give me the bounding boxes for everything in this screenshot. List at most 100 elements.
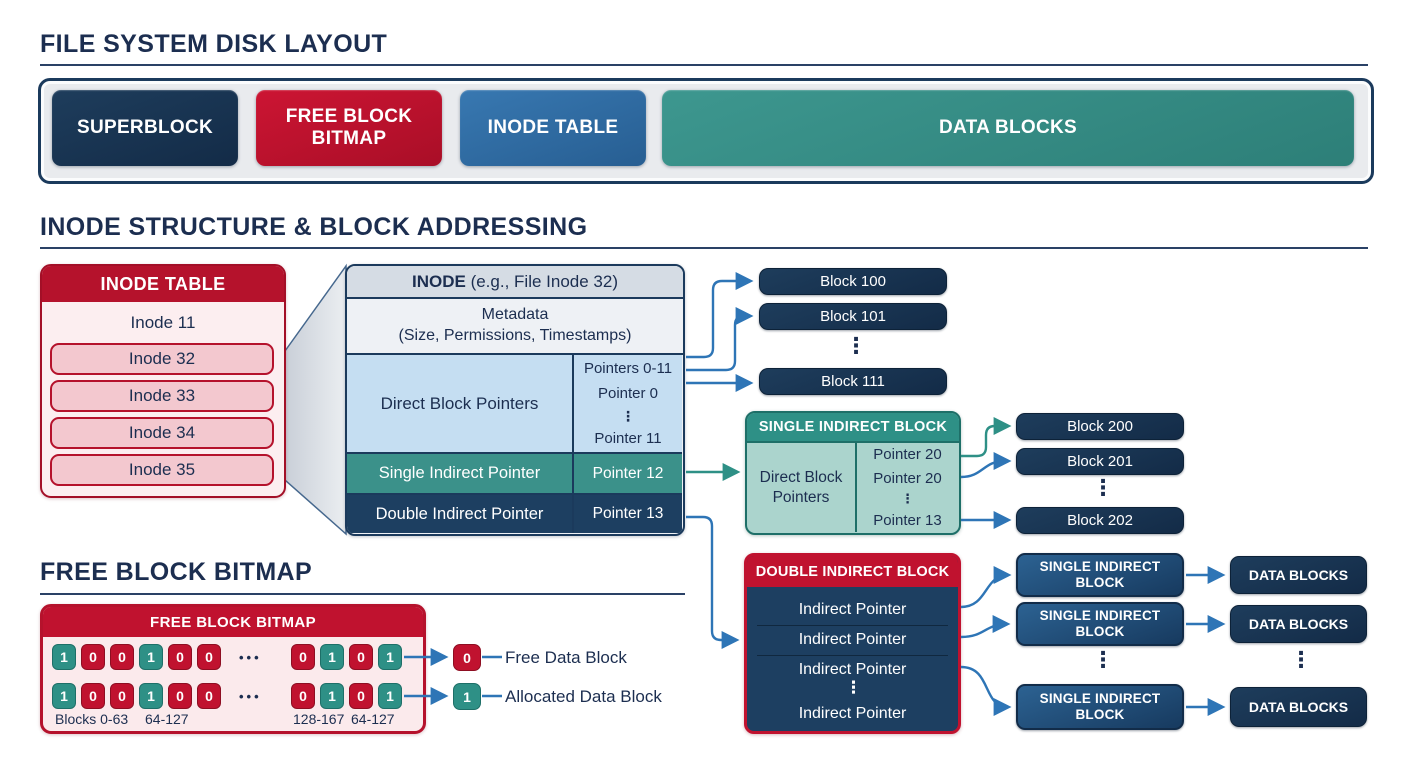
data-blocks-box: DATA BLOCKS	[1230, 687, 1367, 727]
pointer-11-label: Pointer 11	[594, 429, 662, 447]
title-underline	[40, 593, 685, 595]
inode-row: Inode 33	[50, 380, 274, 412]
l2-line1: SINGLE INDIRECT	[1039, 607, 1161, 623]
legend-chip-free: 0	[453, 644, 481, 671]
bit-cell: 1	[139, 683, 163, 709]
horizontal-ellipsis: •••	[239, 650, 262, 665]
bit-cell: 1	[139, 644, 163, 670]
arrow-pointers-to-block-100	[686, 272, 754, 359]
bit-cell: 0	[168, 644, 192, 670]
pointer-0-label: Pointer 0	[597, 385, 659, 403]
block-100: Block 100	[759, 268, 947, 295]
bit-cell: 0	[349, 683, 373, 709]
arrow-dib-to-sib1	[960, 566, 1012, 609]
bit-cell: 0	[81, 683, 105, 709]
vertical-ellipsis: ⋮	[1092, 475, 1114, 500]
metadata-line1: Metadata	[481, 306, 549, 324]
bit-cell: 0	[168, 683, 192, 709]
bit-cell: 0	[349, 644, 373, 670]
section-title-inode-structure: INODE STRUCTURE & BLOCK ADDRESSING	[40, 213, 588, 241]
bit-cell: 0	[197, 683, 221, 709]
arrow-sib-to-block-200	[961, 417, 1012, 458]
inode-row: Inode 32	[50, 343, 274, 375]
l2-line1: SINGLE INDIRECT	[1039, 558, 1161, 574]
double-indirect-pointer-cell: Double Indirect Pointer	[347, 495, 572, 533]
inode-metadata-row: Metadata (Size, Permissions, Timestamps)	[347, 299, 683, 355]
vertical-ellipsis: ⋮	[845, 333, 867, 358]
range-label: 64-127	[351, 711, 395, 727]
l2-line1: SINGLE INDIRECT	[1039, 690, 1161, 706]
title-underline	[40, 64, 1368, 66]
bit-cell: 0	[291, 683, 315, 709]
indirect-pointer-row: Indirect Pointer	[798, 661, 907, 678]
vertical-ellipsis: ⋮	[845, 678, 862, 697]
sib-pointer-20b: Pointer 20	[873, 470, 942, 488]
inode-detail-header-bold: INODE	[412, 271, 466, 291]
indirect-pointer-row: Indirect Pointer	[798, 705, 907, 722]
indirect-pointer-row: Indirect Pointer	[757, 595, 948, 626]
inode-detail-header: INODE (e.g., File Inode 32)	[347, 266, 683, 299]
arrow-dib-to-sib3	[960, 665, 1012, 716]
disk-block-free-bitmap: FREE BLOCK BITMAP	[256, 90, 442, 166]
bit-cell: 1	[378, 644, 402, 670]
bit-cell: 1	[52, 644, 76, 670]
sib-pointer-20a: Pointer 20	[873, 446, 942, 463]
title-underline	[40, 247, 1368, 249]
bit-cell: 0	[110, 683, 134, 709]
data-blocks-box: DATA BLOCKS	[1230, 556, 1367, 594]
indirect-pointer-row: Indirect Pointer	[757, 625, 948, 656]
free-block-bitmap-header: FREE BLOCK BITMAP	[43, 607, 423, 637]
disk-block-data-blocks: DATA BLOCKS	[662, 90, 1354, 166]
inode-detail-box: INODE (e.g., File Inode 32) Metadata (Si…	[345, 264, 685, 536]
sib-pointers-list: Pointer 20 Pointer 20 ⋮ Pointer 13	[855, 443, 958, 532]
vertical-ellipsis: ⋮	[621, 407, 635, 424]
inode-row: Inode 34	[50, 417, 274, 449]
direct-block-pointers-cell: Direct Block Pointers	[347, 355, 572, 454]
bit-cell: 0	[110, 644, 134, 670]
section-title-disk-layout: FILE SYSTEM DISK LAYOUT	[40, 30, 388, 58]
l2-line2: BLOCK	[1075, 575, 1125, 590]
single-indirect-pointer-cell: Single Indirect Pointer	[347, 454, 572, 495]
block-202: Block 202	[1016, 507, 1184, 534]
vertical-ellipsis: ⋮	[1290, 647, 1312, 672]
sib-left-line2: Pointers	[772, 488, 830, 506]
double-indirect-block-header: DOUBLE INDIRECT BLOCK	[747, 556, 958, 587]
section-title-free-block-bitmap: FREE BLOCK BITMAP	[40, 558, 313, 586]
bit-cell: 0	[197, 644, 221, 670]
range-label: Blocks 0-63	[55, 711, 129, 727]
double-indirect-block-box: DOUBLE INDIRECT BLOCK Indirect Pointer I…	[744, 553, 961, 734]
block-101: Block 101	[759, 303, 947, 330]
l2-line2: BLOCK	[1075, 707, 1125, 722]
arrow-pointer13-to-double-indirect	[686, 515, 740, 649]
legend-label-free: Free Data Block	[505, 648, 627, 667]
metadata-line2: (Size, Permissions, Timestamps)	[398, 327, 632, 344]
bit-cell: 0	[81, 644, 105, 670]
horizontal-ellipsis: •••	[239, 689, 262, 704]
disk-block-superblock: SUPERBLOCK	[52, 90, 238, 166]
legend-chip-allocated: 1	[453, 683, 481, 710]
block-200: Block 200	[1016, 413, 1184, 440]
bit-cell: 1	[378, 683, 402, 709]
inode-row: Inode 11	[130, 313, 196, 332]
vertical-ellipsis: ⋮	[901, 491, 914, 507]
arrow-sib-to-block-201	[960, 452, 1012, 479]
inode-table-box: INODE TABLE Inode 11 Inode 32 Inode 33 I…	[40, 264, 286, 498]
range-label: 64-127	[145, 711, 189, 727]
free-block-bitmap-box: FREE BLOCK BITMAP 1 0 0 1 0 0 ••• 0 1 0 …	[40, 604, 426, 734]
vertical-ellipsis: ⋮	[1092, 647, 1114, 672]
inode-row: Inode 35	[50, 454, 274, 486]
inode-table-header: INODE TABLE	[42, 266, 284, 302]
block-111: Block 111	[759, 368, 947, 395]
single-indirect-block-box: SINGLE INDIRECT BLOCK Direct Block Point…	[745, 411, 961, 535]
arrow-dib-to-sib2	[960, 615, 1011, 639]
disk-block-inode-table: INODE TABLE	[460, 90, 646, 166]
sib-direct-block-pointers-label: Direct Block Pointers	[747, 443, 855, 532]
single-indirect-block-header: SINGLE INDIRECT BLOCK	[747, 413, 959, 443]
bit-cell: 1	[52, 683, 76, 709]
inode-detail-header-rest: (e.g., File Inode 32)	[465, 271, 618, 291]
block-201: Block 201	[1016, 448, 1184, 475]
data-blocks-box: DATA BLOCKS	[1230, 605, 1367, 643]
